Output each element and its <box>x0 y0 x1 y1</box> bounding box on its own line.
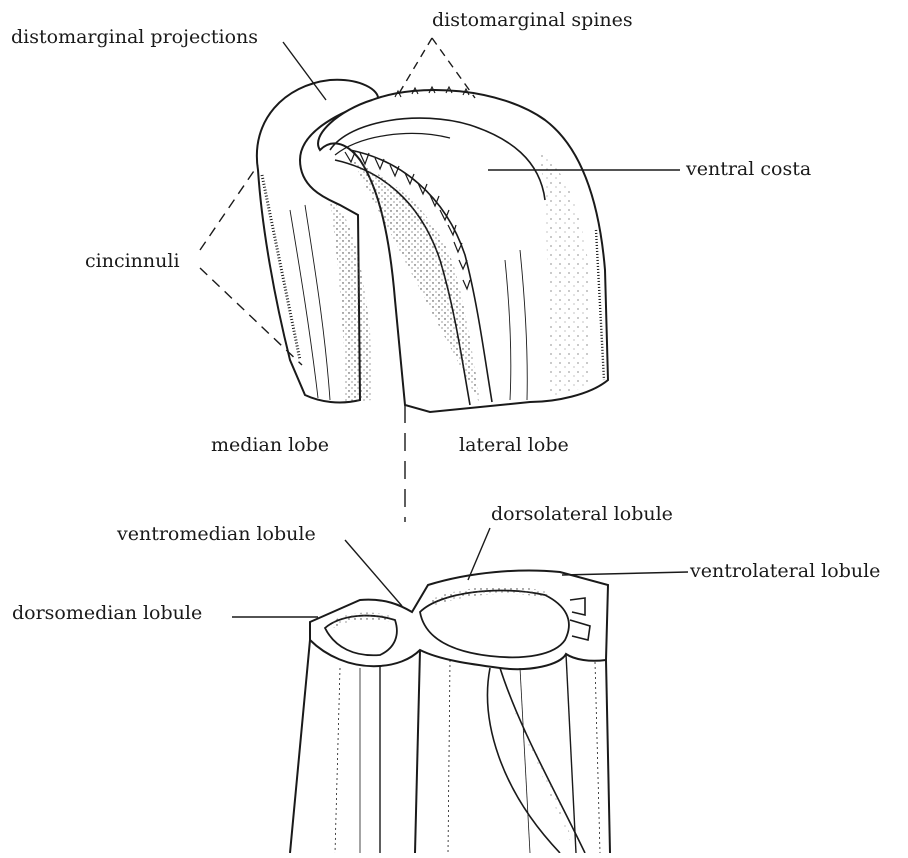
label-distomarginal-projections: distomarginal projections <box>11 28 258 47</box>
label-ventrolateral-lobule: ventrolateral lobule <box>690 562 880 581</box>
label-median-lobe: median lobe <box>211 436 329 455</box>
label-dorsomedian-lobule: dorsomedian lobule <box>12 604 202 623</box>
label-ventromedian-lobule: ventromedian lobule <box>117 525 316 544</box>
label-ventral-costa: ventral costa <box>686 160 811 179</box>
label-dorsolateral-lobule: dorsolateral lobule <box>491 505 673 524</box>
lower-structure <box>290 571 610 853</box>
label-distomarginal-spines: distomarginal spines <box>432 11 633 30</box>
label-cincinnuli: cincinnuli <box>85 252 180 271</box>
upper-structure <box>257 80 608 412</box>
label-lateral-lobe: lateral lobe <box>459 436 569 455</box>
